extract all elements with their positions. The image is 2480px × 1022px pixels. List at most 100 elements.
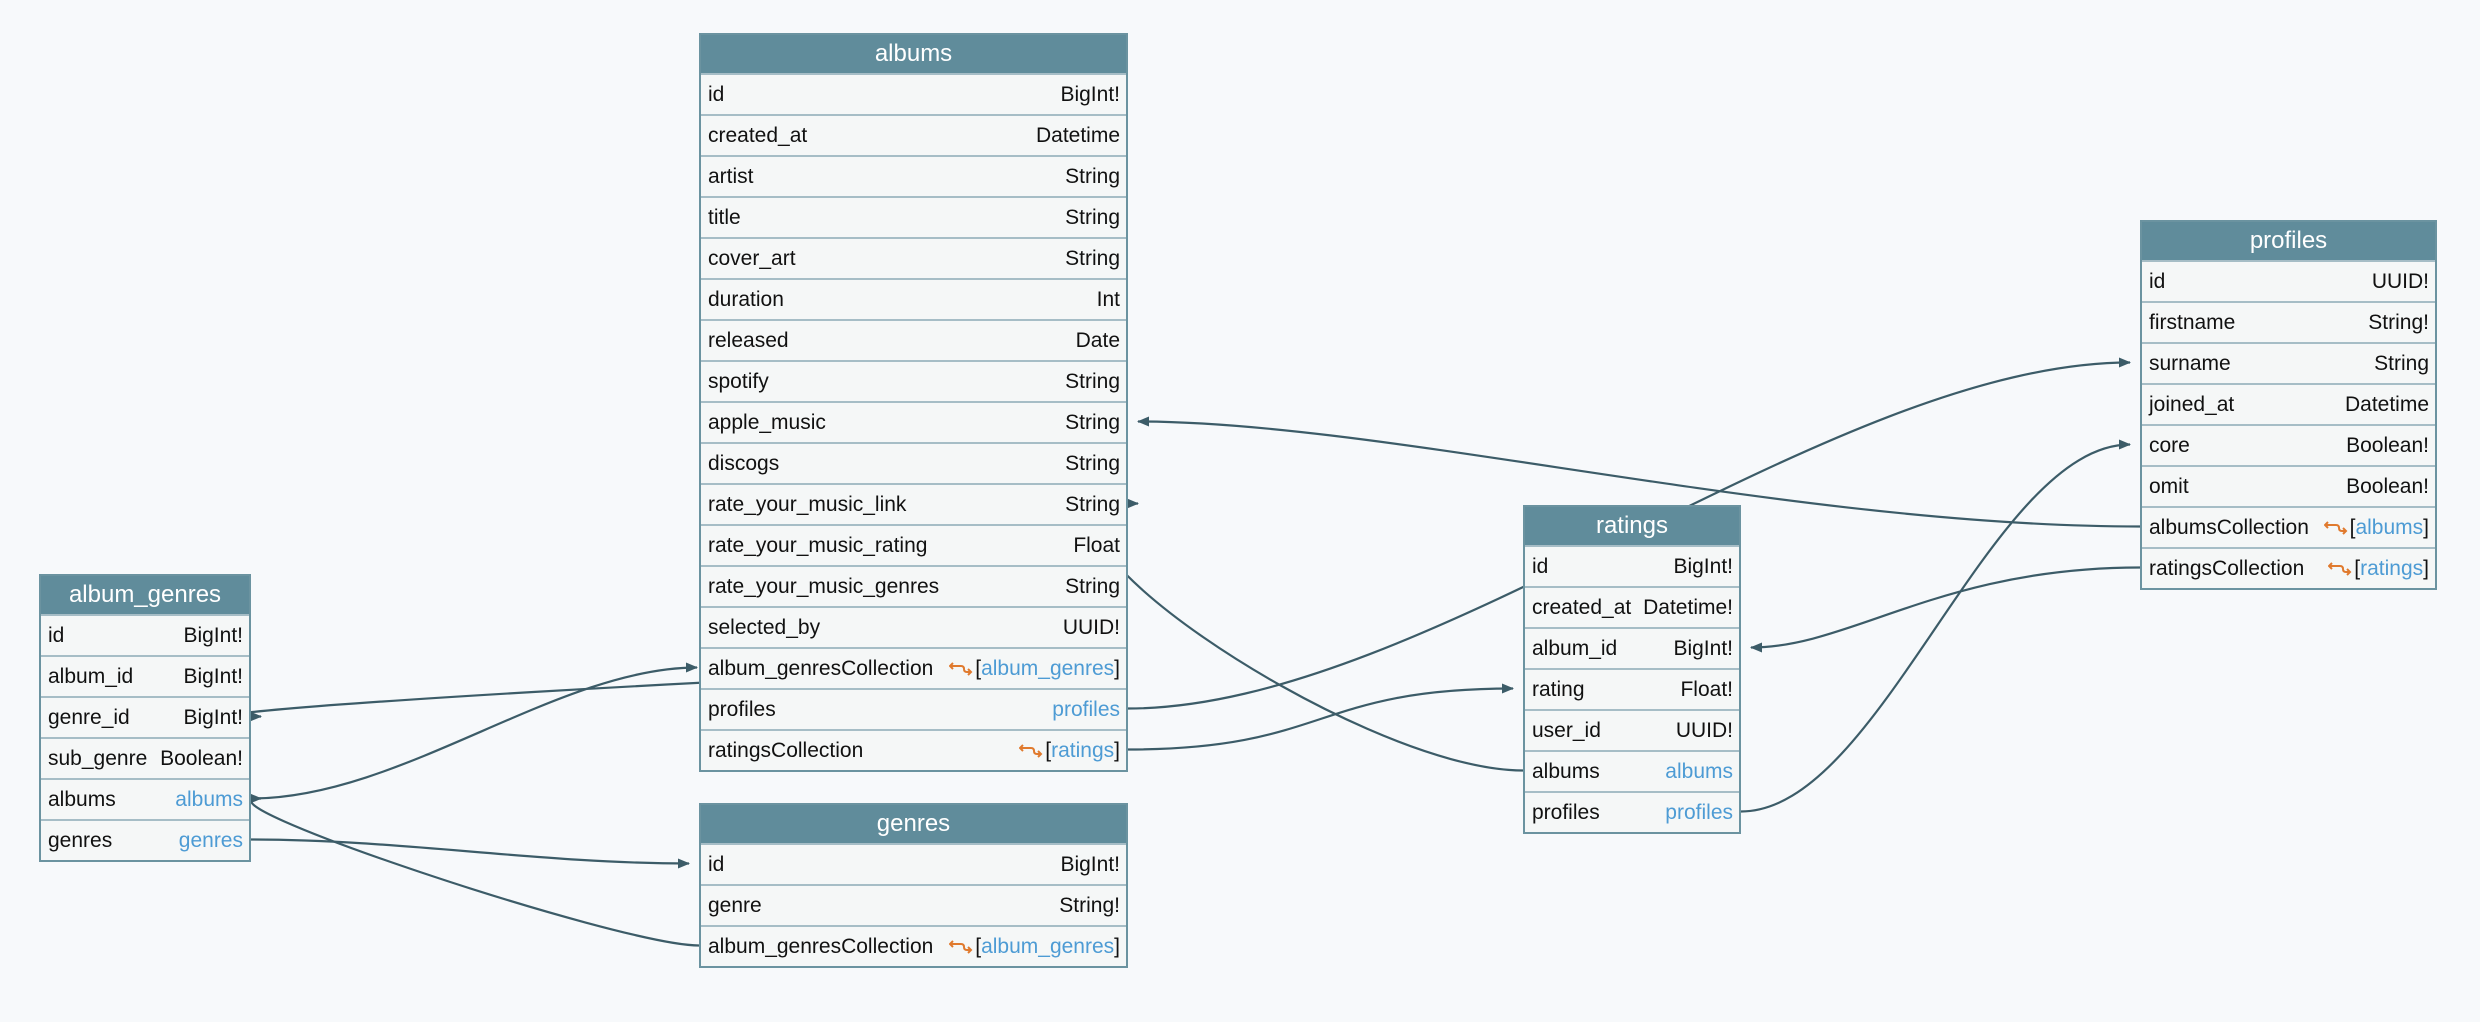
field-row[interactable]: album_genresCollection[album_genres] bbox=[701, 925, 1126, 966]
field-type: Datetime! bbox=[1643, 595, 1733, 619]
field-name: id bbox=[48, 623, 65, 647]
field-type: String bbox=[1065, 492, 1120, 516]
relation-edge-ratings-profiles bbox=[1740, 439, 2131, 813]
field-name: created_at bbox=[708, 123, 808, 147]
field-name: selected_by bbox=[708, 615, 821, 639]
table-title: genres bbox=[701, 805, 1126, 843]
field-name: id bbox=[708, 852, 725, 876]
field-type: Datetime bbox=[2344, 392, 2429, 416]
field-name: surname bbox=[2149, 351, 2231, 375]
field-name: albumsCollection bbox=[2149, 515, 2309, 539]
connection-icon bbox=[1019, 744, 1043, 758]
field-type: Boolean! bbox=[160, 746, 243, 770]
field-name: profiles bbox=[708, 697, 776, 721]
field-type: String bbox=[1065, 164, 1120, 188]
field-type: Date bbox=[1075, 328, 1120, 352]
relation-edge-album-genres-albums bbox=[250, 662, 698, 800]
connection-icon bbox=[2323, 521, 2348, 535]
bracket-close: ] bbox=[1114, 934, 1120, 958]
field-name: artist bbox=[708, 164, 754, 188]
field-name: albums bbox=[48, 787, 116, 811]
field-type: String bbox=[1065, 369, 1120, 393]
field-type: UUID! bbox=[1062, 615, 1120, 639]
bracket-open: [ bbox=[975, 656, 982, 680]
field-name: album_genresCollection bbox=[708, 656, 934, 680]
field-name: user_id bbox=[1532, 718, 1601, 742]
field-type-link[interactable]: album_genres bbox=[981, 656, 1115, 680]
field-name: genre_id bbox=[48, 705, 130, 729]
field-name: joined_at bbox=[2149, 392, 2235, 416]
field-type-link[interactable]: ratings bbox=[1051, 738, 1115, 762]
field-name: id bbox=[2149, 269, 2166, 293]
field-type: BigInt! bbox=[183, 664, 243, 688]
field-type: String! bbox=[2368, 310, 2429, 334]
field-row[interactable]: albumsCollection [albums] bbox=[2142, 506, 2435, 547]
field-type-collection: [albums] bbox=[2323, 515, 2429, 540]
field-type-link[interactable]: album_genres bbox=[981, 934, 1115, 958]
field-type-link[interactable]: ratings bbox=[2360, 556, 2424, 580]
field-type: BigInt! bbox=[183, 623, 243, 647]
field-row[interactable]: ratingsCollection[ratings] bbox=[2142, 547, 2435, 588]
field-name: spotify bbox=[708, 369, 769, 393]
bracket-open: [ bbox=[975, 934, 982, 958]
field-name: id bbox=[708, 82, 725, 106]
field-name: ratingsCollection bbox=[2149, 556, 2305, 580]
field-name: rate_your_music_link bbox=[708, 492, 907, 516]
field-row[interactable]: ratingsCollection[ratings] bbox=[701, 729, 1126, 770]
field-type-collection: [album_genres] bbox=[949, 657, 1120, 681]
field-type: String bbox=[1065, 410, 1120, 434]
field-row: created_at Datetime! bbox=[1525, 586, 1739, 627]
field-name: released bbox=[708, 328, 789, 352]
field-type-link[interactable]: profiles bbox=[1665, 800, 1733, 824]
field-name: cover_art bbox=[708, 246, 796, 270]
field-row: selected_by UUID! bbox=[701, 606, 1126, 647]
field-type-link[interactable]: albums bbox=[175, 787, 243, 811]
field-type: String bbox=[1065, 574, 1120, 598]
table-title: album_genres bbox=[41, 576, 249, 614]
field-name: firstname bbox=[2149, 310, 2236, 334]
field-type-link[interactable]: genres bbox=[178, 828, 243, 852]
field-type-link[interactable]: profiles bbox=[1052, 697, 1120, 721]
field-type: BigInt! bbox=[1060, 852, 1120, 876]
field-type: UUID! bbox=[2371, 269, 2429, 293]
field-row[interactable]: profiles profiles bbox=[701, 688, 1126, 729]
field-row: joined_at Datetime bbox=[2142, 383, 2435, 424]
field-type-link[interactable]: albums bbox=[1665, 759, 1733, 783]
connection-icon bbox=[949, 662, 973, 676]
field-row[interactable]: album_genresCollection [album_genres] bbox=[701, 647, 1126, 688]
bracket-close: ] bbox=[1114, 656, 1120, 680]
field-type: Int bbox=[1096, 287, 1120, 311]
field-row: id BigInt! bbox=[701, 843, 1126, 884]
relation-edge-profiles-albumscollection bbox=[1137, 416, 2141, 528]
field-name: album_id bbox=[1532, 636, 1618, 660]
field-type-collection: [album_genres] bbox=[949, 935, 1120, 959]
field-row[interactable]: albums albums bbox=[41, 778, 249, 819]
field-type: Float! bbox=[1680, 677, 1733, 701]
bracket-close: ] bbox=[2423, 515, 2429, 539]
connection-icon bbox=[949, 940, 973, 954]
field-type-link[interactable]: albums bbox=[2355, 515, 2424, 539]
field-name: created_at bbox=[1532, 595, 1632, 619]
table-title: profiles bbox=[2142, 222, 2435, 260]
